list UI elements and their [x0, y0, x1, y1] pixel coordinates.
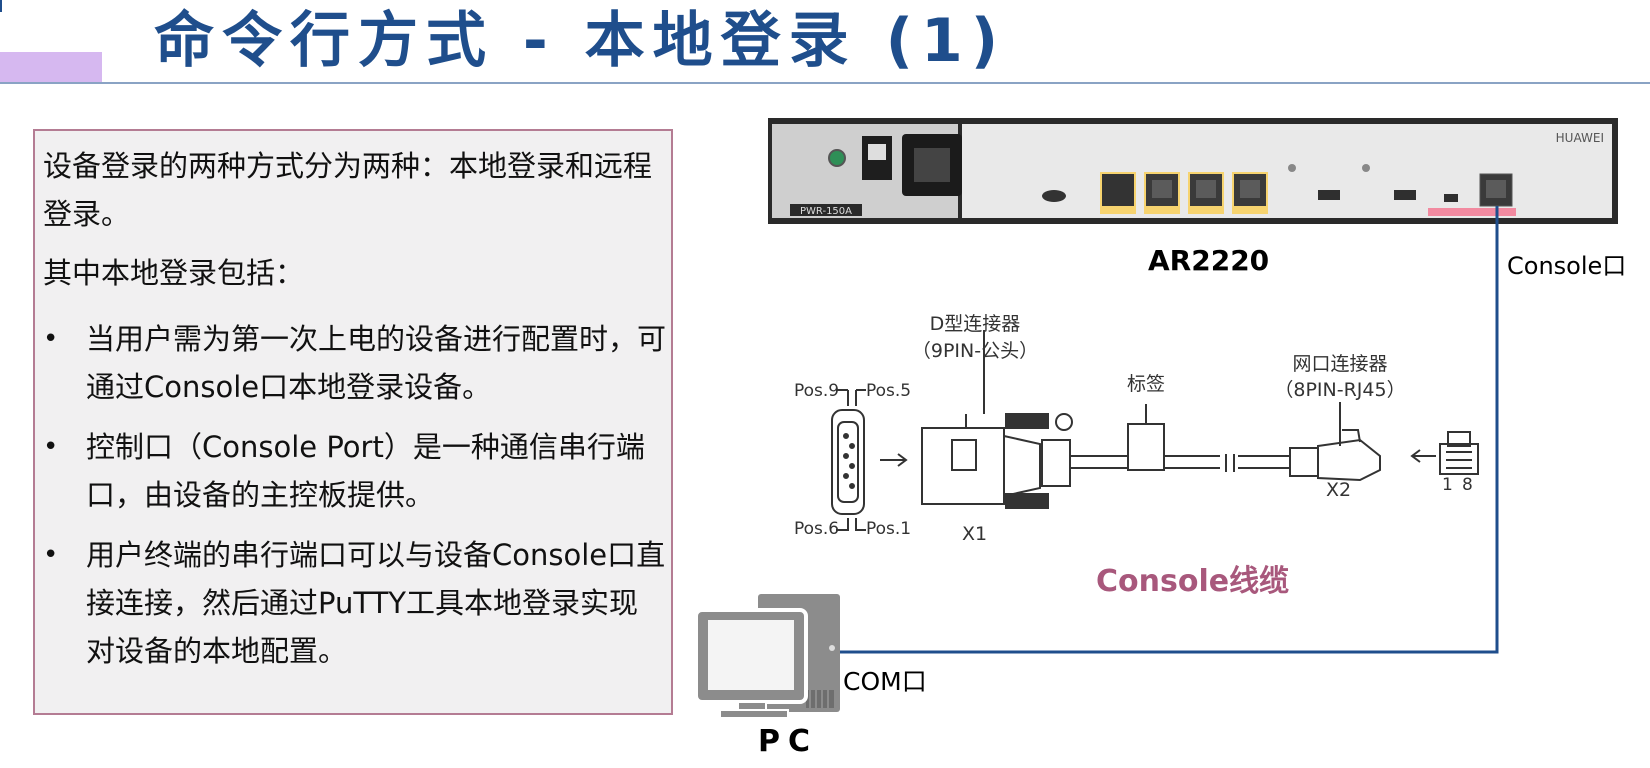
rj45-connector-icon	[1289, 447, 1319, 477]
pos6-leader	[836, 518, 849, 531]
rj45-jack-icon	[1439, 443, 1479, 475]
page-title: 命令行方式 - 本地登录 (1)	[154, 6, 1007, 76]
router-brand-logo: HUAWEI	[1556, 131, 1604, 145]
console-link-line	[838, 206, 1499, 654]
tag-label: 标签	[1127, 373, 1165, 395]
bullet-marker: •	[43, 540, 59, 570]
reset-hole-icon	[1042, 190, 1066, 202]
pos9-label: Pos.9	[794, 381, 839, 401]
router-device: PWR-150A HUAWEI	[768, 118, 1618, 224]
cable-tag-icon	[1127, 423, 1165, 471]
console-label-strip	[1428, 208, 1516, 216]
pos9-leader	[836, 389, 849, 406]
console-cable-illustration	[831, 330, 1479, 531]
pos5-label: Pos.5	[866, 381, 911, 401]
title-underline	[0, 82, 1650, 84]
router-name-label: AR2220	[1148, 244, 1270, 277]
arrow-icon	[880, 453, 908, 467]
pin8-label: 8	[1462, 475, 1473, 495]
power-led-icon	[828, 149, 846, 167]
bullet-item: 用户终端的串行端口可以与设备Console口直接连接，然后通过PuTTY工具本地…	[86, 538, 666, 668]
console-cable-label: Console线缆	[1096, 564, 1290, 599]
pin1-label: 1	[1442, 475, 1453, 495]
bullet-item: 当用户需为第一次上电的设备进行配置时，可通过Console口本地登录设备。	[86, 322, 667, 404]
router-faceplate	[962, 124, 1612, 218]
title-accent-bar	[0, 52, 102, 82]
console-port-label: Console口	[1507, 252, 1627, 280]
rj45-spec-label: （8PIN-RJ45）	[1274, 379, 1405, 401]
usb-port-icon	[1318, 190, 1340, 200]
power-module-label: PWR-150A	[800, 206, 852, 217]
intro-text: 设备登录的两种方式分为两种：本地登录和远程登录。	[43, 149, 653, 231]
pos6-label: Pos.6	[794, 519, 839, 539]
pos1-label: Pos.1	[866, 519, 911, 539]
x2-label: X2	[1326, 479, 1351, 501]
bullet-marker: •	[43, 324, 59, 354]
title-tick-mark	[0, 0, 2, 12]
pc-icon	[694, 594, 840, 719]
sfp-port-icon	[1102, 174, 1134, 206]
power-module-tag	[790, 204, 862, 216]
com-port-label: COM口	[843, 667, 927, 696]
subheading-text: 其中本地登录包括：	[43, 256, 305, 290]
arrow-icon	[1410, 449, 1436, 463]
mini-usb-port-icon	[1444, 194, 1458, 202]
x1-label: X1	[962, 523, 987, 545]
pc-label: PC	[758, 724, 819, 759]
bullet-marker: •	[43, 432, 59, 462]
usb-port-icon	[1394, 190, 1416, 200]
d-connector-spec-label: （9PIN-公头）	[912, 340, 1038, 362]
bullet-item: 控制口（Console Port）是一种通信串行端口，由设备的主控板提供。	[86, 430, 645, 512]
d-connector-label: D型连接器	[930, 313, 1021, 335]
description-panel	[33, 129, 673, 715]
rj45-connector-label: 网口连接器	[1292, 353, 1387, 375]
db9-face-icon	[831, 409, 865, 515]
